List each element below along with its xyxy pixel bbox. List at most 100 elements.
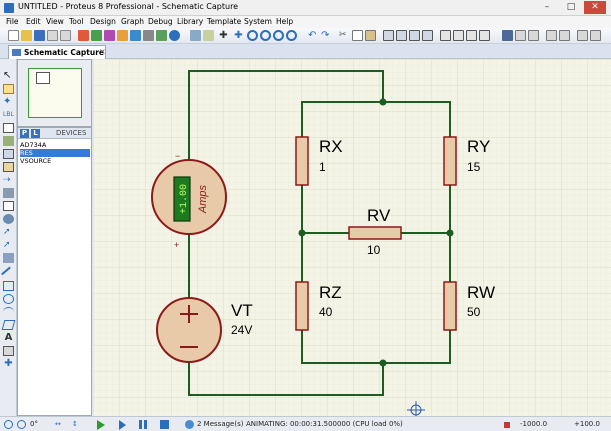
tape-recorder-mode-icon[interactable] [3, 201, 14, 211]
symbol-tool-icon[interactable] [3, 346, 14, 356]
marker-tool-icon[interactable]: ✚ [4, 358, 13, 369]
tab-close-icon[interactable]: × [99, 47, 106, 56]
overview-window[interactable] [17, 59, 92, 127]
source-code-icon[interactable] [156, 30, 167, 41]
resistor-ry[interactable] [443, 136, 457, 186]
zoom-area-icon[interactable] [286, 30, 297, 41]
device-item-ad734a[interactable]: AD734A [20, 141, 47, 149]
maximize-button[interactable]: □ [566, 2, 576, 12]
menu-debug[interactable]: Debug [148, 17, 173, 26]
current-probe-mode-icon[interactable]: ➚ [3, 240, 11, 250]
rotate-ccw-icon[interactable] [17, 420, 26, 429]
origin-icon[interactable]: ✚ [219, 30, 228, 41]
bill-of-materials-icon[interactable] [590, 30, 601, 41]
device-item-res[interactable]: RES [20, 149, 90, 157]
block-copy-icon[interactable] [383, 30, 394, 41]
decompose-icon[interactable] [479, 30, 490, 41]
junction-dot-mode-icon[interactable]: ✦ [3, 96, 12, 107]
menu-graph[interactable]: Graph [121, 17, 145, 26]
arc-tool-icon[interactable] [3, 307, 14, 317]
graph-mode-icon[interactable] [3, 188, 14, 198]
box-tool-icon[interactable] [3, 281, 14, 291]
packaging-tool-icon[interactable] [466, 30, 477, 41]
electrical-rule-check-icon[interactable] [559, 30, 570, 41]
zoom-in-icon[interactable] [247, 30, 258, 41]
zoom-out-icon[interactable] [260, 30, 271, 41]
block-move-icon[interactable] [396, 30, 407, 41]
pan-icon[interactable]: ✚ [234, 30, 243, 41]
zoom-all-icon[interactable] [273, 30, 284, 41]
subcircuit-mode-icon[interactable] [3, 149, 14, 159]
pick-devices-button[interactable]: P [20, 129, 29, 138]
export-icon[interactable] [60, 30, 71, 41]
circle-tool-icon[interactable] [3, 294, 14, 304]
device-item-vsource[interactable]: VSOURCE [20, 157, 52, 165]
pause-button-icon[interactable] [139, 420, 147, 429]
refresh-icon[interactable] [190, 30, 201, 41]
open-folder-icon[interactable] [21, 30, 32, 41]
schematic-icon[interactable] [91, 30, 102, 41]
stop-button-icon[interactable] [160, 420, 169, 429]
menu-library[interactable]: Library [177, 17, 204, 26]
home-icon[interactable] [78, 30, 89, 41]
wire-label-mode-icon[interactable]: LBL [3, 111, 14, 118]
close-window-button[interactable]: ✕ [584, 1, 606, 14]
menu-system[interactable]: System [244, 17, 272, 26]
virtual-instruments-mode-icon[interactable] [3, 253, 14, 263]
paste-icon[interactable] [365, 30, 376, 41]
netlist-icon[interactable] [546, 30, 557, 41]
wire-autorouter-icon[interactable] [502, 30, 513, 41]
menu-help[interactable]: Help [276, 17, 294, 26]
resistor-rz[interactable] [295, 281, 309, 331]
line-tool-icon[interactable] [1, 266, 16, 282]
terminals-mode-icon[interactable] [3, 162, 14, 172]
menu-file[interactable]: File [6, 17, 19, 26]
generator-mode-icon[interactable] [3, 214, 14, 224]
messages-count[interactable]: 2 Message(s) [197, 420, 244, 428]
new-file-icon[interactable] [8, 30, 19, 41]
rotate-icon[interactable] [4, 420, 13, 429]
voltage-probe-mode-icon[interactable]: ➚ [3, 227, 11, 237]
cut-icon[interactable]: ✂ [339, 30, 347, 40]
mirror-horizontal-icon[interactable]: ↔ [55, 420, 61, 428]
resistor-rw[interactable] [443, 281, 457, 331]
menu-view[interactable]: View [46, 17, 64, 26]
tab-schematic-capture[interactable]: Schematic Capture × [8, 45, 106, 59]
save-icon[interactable] [34, 30, 45, 41]
text-script-mode-icon[interactable] [3, 123, 14, 133]
help-icon[interactable] [169, 30, 180, 41]
block-rotate-icon[interactable] [409, 30, 420, 41]
voltage-source[interactable]: VT 24V [156, 297, 253, 363]
resistor-rv[interactable] [348, 226, 402, 240]
library-manager-button[interactable]: L [31, 129, 40, 138]
pcb-icon[interactable] [104, 30, 115, 41]
selection-mode-icon[interactable]: ↖ [3, 70, 12, 81]
pick-device-icon[interactable] [440, 30, 451, 41]
mirror-vertical-icon[interactable]: ↕ [72, 420, 78, 428]
block-delete-icon[interactable] [422, 30, 433, 41]
menu-design[interactable]: Design [90, 17, 116, 26]
gerber-icon[interactable] [117, 30, 128, 41]
messages-icon[interactable] [185, 420, 194, 429]
rotation-angle[interactable]: 0° [30, 420, 38, 428]
resistor-rx[interactable] [295, 136, 309, 186]
grid-toggle-icon[interactable] [203, 30, 214, 41]
schematic-canvas[interactable]: RX 1 RY 15 RV 10 RZ 40 RW 50 +1.00 Amps … [93, 59, 611, 416]
menu-template[interactable]: Template [207, 17, 242, 26]
text-tool-icon[interactable]: A [4, 332, 13, 343]
search-tag-icon[interactable] [515, 30, 526, 41]
property-assignment-icon[interactable] [528, 30, 539, 41]
menu-tool[interactable]: Tool [69, 17, 84, 26]
make-device-icon[interactable] [453, 30, 464, 41]
copy-icon[interactable] [352, 30, 363, 41]
step-button-icon[interactable] [119, 420, 126, 430]
redo-icon[interactable]: ↷ [321, 30, 330, 41]
component-mode-icon[interactable] [3, 84, 14, 94]
design-explorer-icon[interactable] [130, 30, 141, 41]
bom-icon[interactable] [143, 30, 154, 41]
minimize-button[interactable]: – [544, 2, 550, 12]
buses-mode-icon[interactable] [3, 136, 14, 146]
device-pins-mode-icon[interactable]: ⇢ [3, 175, 11, 185]
ammeter[interactable]: +1.00 Amps − + [151, 151, 227, 250]
path-tool-icon[interactable] [1, 320, 16, 330]
